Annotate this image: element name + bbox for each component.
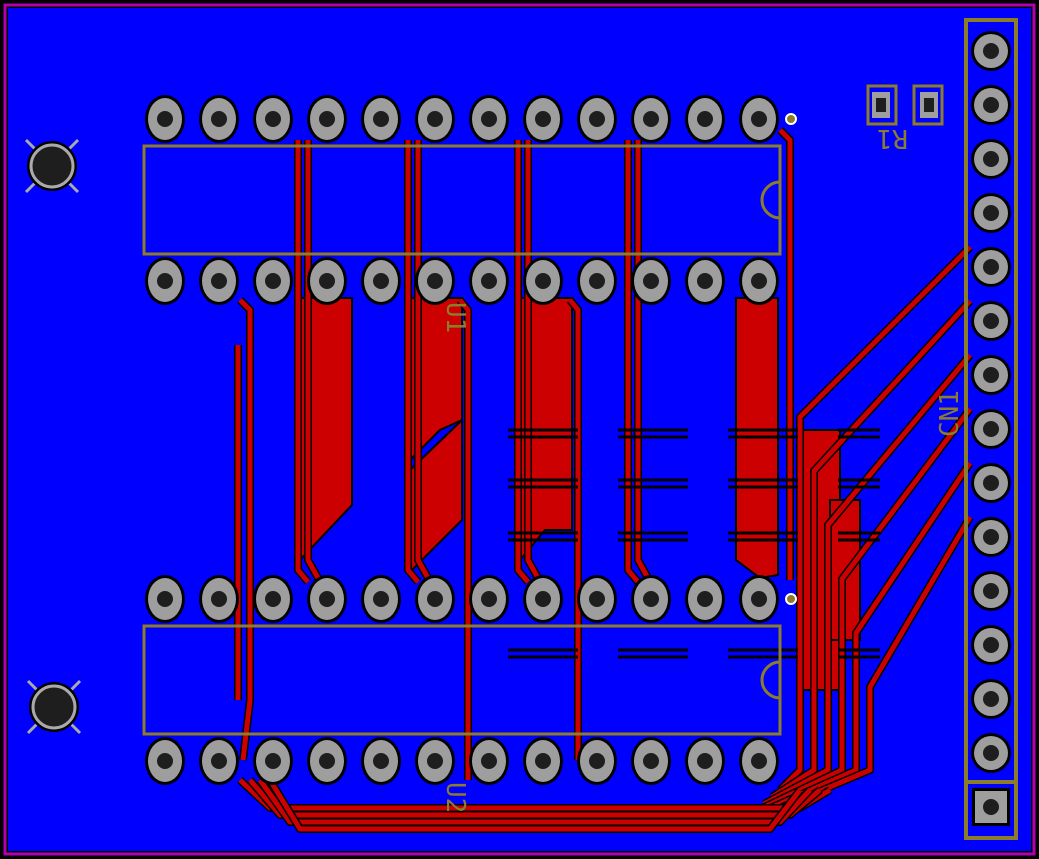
u2-outline-notch <box>760 660 781 700</box>
cn1-outline <box>964 18 1018 840</box>
mounting-hole-2 <box>31 684 77 730</box>
pads-layer <box>24 31 1011 826</box>
trace-bottom-4 <box>267 778 802 832</box>
u2-outline <box>142 624 782 736</box>
trace-mid <box>458 298 471 780</box>
trace-right <box>778 128 793 580</box>
trace-cn1-bus-3 <box>762 353 972 807</box>
trace-u1-u2-a4 <box>625 140 640 584</box>
trace-cn1-bus-1 <box>778 245 972 792</box>
silkscreen-layer <box>142 18 1018 840</box>
cn1-label: CN1 <box>935 390 965 437</box>
trace-bottom-3 <box>257 778 812 825</box>
trace-mid-b <box>568 298 581 760</box>
trace-u1-u2-a3 <box>515 140 530 584</box>
trace-left-a <box>238 298 253 761</box>
mounting-hole-1 <box>29 143 75 189</box>
u1-outline <box>142 144 782 256</box>
u1-outline-notch <box>760 180 781 220</box>
board-outline <box>3 3 1036 856</box>
u1-pin1-dot <box>785 113 797 125</box>
r1-outline-left <box>866 84 898 126</box>
u1-label: U1 <box>440 302 470 333</box>
r1-label: R1 <box>877 123 908 153</box>
trace-bottom-2 <box>248 778 822 818</box>
trace-cn1-bus-2 <box>770 299 972 800</box>
u2-label: U2 <box>440 782 470 813</box>
trace-u1-u2-a1 <box>295 140 310 584</box>
u2-pin1-dot <box>785 593 797 605</box>
r1-outline-right <box>912 84 944 126</box>
trace-u1-u2-a2 <box>405 140 420 584</box>
